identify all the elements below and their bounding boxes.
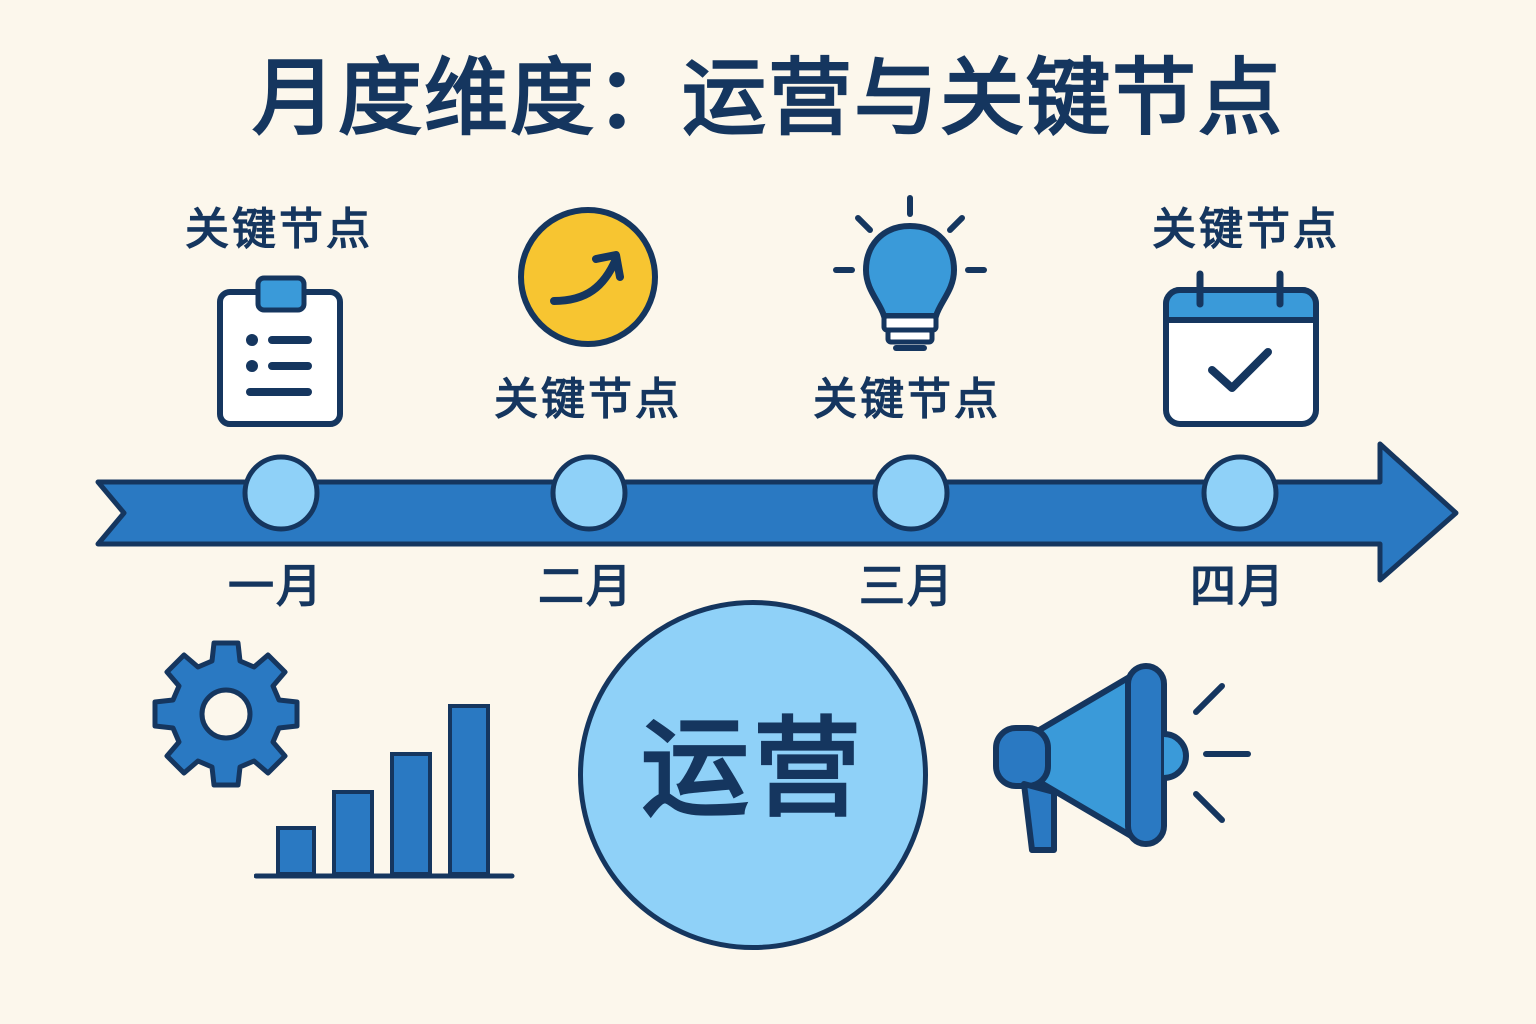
timeline-node-4 [1201,454,1279,532]
gear-icon [152,640,300,788]
page-title: 月度维度：运营与关键节点 [251,49,1284,147]
trend-arrow-icon [518,207,658,347]
bar-chart-icon [254,704,515,879]
timeline-node-1 [242,454,320,532]
timeline-node-2 [550,454,628,532]
month-label-2: 二月 [538,559,634,613]
center-label: 运营 [640,707,865,832]
calendar-check-icon [1163,270,1319,427]
center-circle: 运营 [578,600,928,950]
milestone-label-2: 关键节点 [494,374,682,425]
milestone-label-1: 关键节点 [185,204,373,255]
milestone-label-3: 关键节点 [813,374,1001,425]
clipboard-icon [217,275,343,427]
month-label-1: 一月 [228,559,324,613]
month-label-4: 四月 [1190,559,1286,613]
timeline-node-3 [872,454,950,532]
month-label-3: 三月 [859,559,955,613]
megaphone-icon [993,663,1251,853]
timeline-arrow [95,441,1459,583]
milestone-label-4: 关键节点 [1152,204,1340,255]
lightbulb-icon [833,195,987,351]
